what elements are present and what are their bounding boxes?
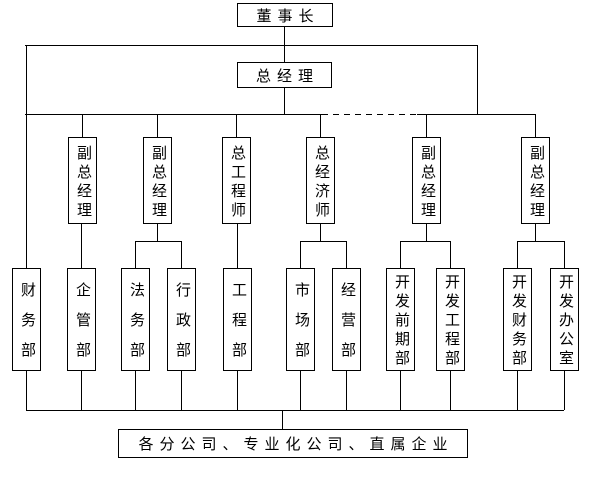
node-label: 副总经理 [419, 144, 435, 221]
connector-chiefengineer-dept [237, 223, 238, 268]
connector-tick-l2-1 [82, 114, 83, 137]
connector-bottom-1 [26, 370, 27, 410]
node-engineering-dept: 工程部 [223, 268, 252, 372]
node-label: 行政部 [174, 282, 190, 372]
connector-l2-rail-left [25, 114, 322, 115]
node-label: 副总经理 [528, 144, 544, 221]
node-deputy-gm-2: 副总经理 [143, 137, 172, 224]
connector-bottom-9 [450, 370, 451, 410]
node-admin-dept: 行政部 [167, 268, 196, 372]
node-label: 企管部 [74, 282, 90, 372]
connector-bottom-2 [81, 370, 82, 410]
connector-drop-devfin [517, 241, 518, 268]
connector-branch-dev1 [400, 241, 450, 242]
connector-bottom-11 [564, 370, 565, 410]
connector-drop-deveng [450, 241, 451, 268]
node-label: 财务部 [19, 282, 35, 372]
connector-bottom-10 [517, 370, 518, 410]
node-label: 副总经理 [150, 144, 166, 221]
connector-top-rail [25, 45, 478, 46]
node-label: 法务部 [128, 282, 144, 372]
connector-l2-rail-right [417, 114, 535, 115]
connector-bottom-rail [26, 410, 564, 411]
connector-drop-ops [346, 241, 347, 268]
node-label: 市场部 [293, 282, 309, 372]
node-label: 经营部 [339, 282, 355, 372]
node-finance-dept: 财务部 [12, 268, 41, 372]
connector-tick-l2-3 [236, 114, 237, 137]
node-label: 开发办公室 [557, 274, 573, 369]
connector-bottom-7 [346, 370, 347, 410]
node-subsidiaries: 各分公司、专业化公司、直属企业 [118, 429, 468, 458]
connector-branch-dev2 [517, 241, 564, 242]
connector-right-drop [477, 45, 478, 114]
connector-stem-chiefeconomist [320, 223, 321, 241]
node-label: 开发财务部 [510, 274, 526, 369]
connector-drop-devoffice [564, 241, 565, 268]
node-general-manager: 总经理 [237, 62, 332, 88]
node-dev-engineering-dept: 开发工程部 [436, 268, 465, 371]
connector-branch-legal-admin [135, 241, 181, 242]
connector-stem-deputygm2 [157, 223, 158, 241]
node-label: 开发前期部 [393, 274, 409, 369]
connector-bottom-3 [135, 370, 136, 410]
connector-drop-legal [135, 241, 136, 268]
connector-tick-l2-6 [535, 114, 536, 137]
connector-stem-deputygm3 [426, 223, 427, 241]
node-chief-economist: 总经济师 [306, 137, 335, 224]
connector-bottom-4 [181, 370, 182, 410]
node-label: 总工程师 [229, 144, 245, 221]
node-deputy-gm-4: 副总经理 [521, 137, 550, 224]
node-label: 副总经理 [75, 144, 91, 221]
connector-l2-rail-dashed [322, 114, 417, 115]
connector-tick-l2-5 [426, 114, 427, 137]
node-deputy-gm-3: 副总经理 [412, 137, 441, 224]
node-operations-dept: 经营部 [332, 268, 361, 372]
connector-bottom-6 [300, 370, 301, 410]
node-label: 工程部 [230, 282, 246, 372]
connector-drop-admin [181, 241, 182, 268]
connector-tick-l2-4 [320, 114, 321, 137]
node-legal-dept: 法务部 [121, 268, 150, 372]
connector-tick-l2-2 [157, 114, 158, 137]
node-dev-preliminary-dept: 开发前期部 [386, 268, 415, 371]
node-dev-office: 开发办公室 [550, 268, 579, 371]
connector-branch-market-ops [300, 241, 346, 242]
connector-gm-drop [284, 88, 285, 114]
node-marketing-dept: 市场部 [286, 268, 315, 372]
node-label: 总经济师 [313, 144, 329, 221]
connector-bottom-8 [400, 370, 401, 410]
node-chief-engineer: 总工程师 [222, 137, 251, 224]
node-dev-finance-dept: 开发财务部 [503, 268, 532, 371]
connector-subsidiaries-drop [282, 410, 283, 429]
connector-finance-drop [26, 45, 27, 268]
connector-bottom-5 [237, 370, 238, 410]
node-label: 开发工程部 [443, 274, 459, 369]
connector-stem-deputygm4 [535, 223, 536, 241]
connector-deputygm1-dept [81, 223, 82, 268]
node-chairman: 董事长 [237, 3, 333, 27]
connector-chairman-gm [284, 27, 285, 62]
node-enterprise-mgmt-dept: 企管部 [67, 268, 96, 372]
node-deputy-gm-1: 副总经理 [68, 137, 97, 224]
connector-drop-market [300, 241, 301, 268]
connector-drop-devpre [400, 241, 401, 268]
